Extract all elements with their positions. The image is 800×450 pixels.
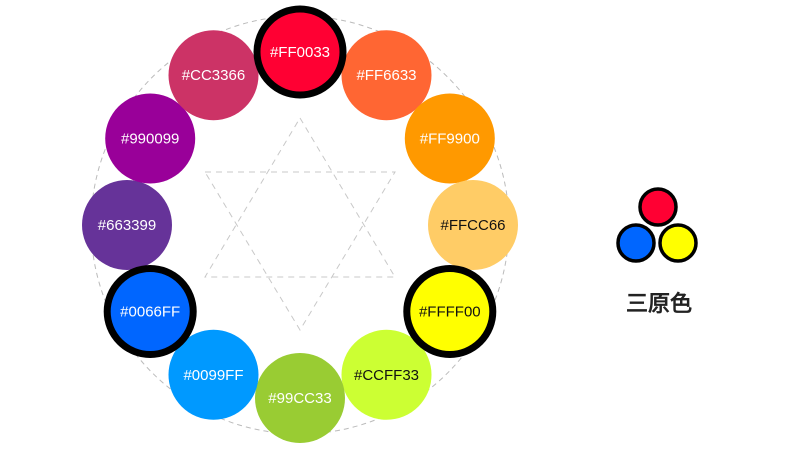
swatch-label: #FF6633 [356,67,416,84]
swatch-label: #663399 [98,217,156,234]
swatch-cc3366 [168,30,259,121]
swatch-ffcc66 [428,180,518,270]
swatch-663399 [82,180,172,270]
swatch-label: #CC3366 [182,67,245,84]
swatch-label: #0066FF [120,304,180,321]
swatch-990099 [105,93,196,184]
legend-red-circle [638,187,678,227]
swatch-label: #FF9900 [420,131,480,148]
swatch-ff6633 [341,30,432,121]
swatch-0066ff [103,265,197,358]
swatch-0099ff [168,329,259,420]
color-swatches: #FF6633 #FF9900 #FFCC66 #CCFF33 #99CC33 #0099… [82,5,518,443]
swatch-label: #990099 [121,131,179,148]
triangle-up [204,117,396,278]
swatch-ccff33 [341,329,432,420]
swatch-99cc33 [255,353,345,443]
swatch-label: #CCFF33 [354,367,419,384]
swatch-label: #99CC33 [268,390,331,407]
triangle-down [204,171,396,331]
swatch-label: #FF0033 [270,44,330,61]
swatch-label: #0099FF [183,367,243,384]
swatch-ffff00 [403,265,497,358]
legend-yellow-circle [658,223,698,263]
swatch-ff9900 [404,93,495,184]
legend-blue-circle [616,223,656,263]
swatch-label: #FFCC66 [440,217,505,234]
swatch-ff0033 [253,5,347,99]
primaries-legend [616,187,698,263]
swatch-label: #FFFF00 [419,304,481,321]
primaries-caption: 三原色 [625,292,692,317]
